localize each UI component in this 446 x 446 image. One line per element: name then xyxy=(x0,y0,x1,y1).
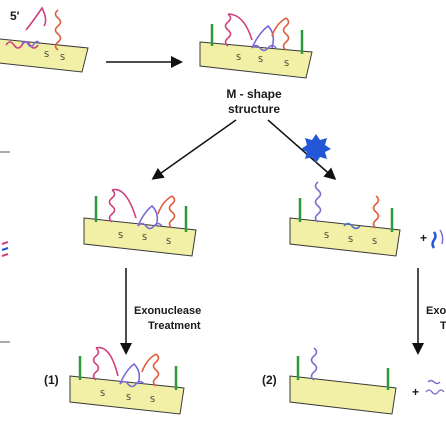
mismatch-marker: S xyxy=(348,235,353,244)
mismatch-marker: S xyxy=(118,231,123,240)
strand-pink xyxy=(92,347,100,381)
strand-red-arm xyxy=(157,195,173,215)
product-2-substrate xyxy=(289,347,397,415)
exonuclease-label-line1: Exonuclease xyxy=(134,305,201,317)
substrate-plate xyxy=(199,41,313,79)
mismatch-marker: S xyxy=(150,395,155,404)
strand-red-arm xyxy=(141,353,157,373)
strand-red-arm xyxy=(271,17,287,37)
mismatch-marker: S xyxy=(100,389,105,398)
strand-red xyxy=(152,353,160,387)
product-2-label: (2) xyxy=(262,373,277,387)
m-shape-label-line2: structure xyxy=(228,102,280,116)
strand-pink xyxy=(108,189,116,223)
mismatch-marker: S xyxy=(166,237,171,246)
substrate-middle-right: S S S xyxy=(289,181,401,257)
strand-pink-arm xyxy=(227,13,253,41)
strand-purple-free xyxy=(314,181,322,223)
mismatch-marker: S xyxy=(44,50,49,59)
strand-red xyxy=(54,9,62,51)
exonuclease-label-right-line2: T xyxy=(440,320,446,332)
strand-purple xyxy=(119,380,145,388)
strand-pink xyxy=(5,41,39,49)
strand-purple-arm xyxy=(137,204,159,227)
substrate-m-shape: S S S xyxy=(199,13,313,79)
product-1-label: (1) xyxy=(44,373,59,387)
arrow-no-target xyxy=(151,119,237,180)
strand-blue xyxy=(343,222,361,230)
substrate-middle-left: S S S xyxy=(83,188,197,257)
plus-sign: + xyxy=(412,385,419,399)
strand-pink-arm xyxy=(95,346,119,377)
strand-red xyxy=(168,195,176,229)
exonuclease-label-right-line1: Exo xyxy=(426,305,446,317)
strand-pink-loop xyxy=(25,6,47,31)
mismatch-marker: S xyxy=(126,393,131,402)
mismatch-marker: S xyxy=(142,233,147,242)
strand-red xyxy=(372,195,380,229)
released-strand-icon xyxy=(425,379,445,395)
mismatch-marker: S xyxy=(372,237,377,246)
released-complex-icon xyxy=(431,229,444,249)
target-molecule-icon xyxy=(301,134,331,163)
mismatch-marker: S xyxy=(258,55,263,64)
plus-sign: + xyxy=(420,231,427,245)
left-edge-fragments xyxy=(0,151,10,343)
substrate-plate xyxy=(83,217,197,257)
strand-purple xyxy=(21,40,41,48)
substrate-plate xyxy=(289,217,401,257)
strand-purple-arm xyxy=(119,362,141,385)
mismatch-marker: S xyxy=(60,53,65,62)
strand-purple-arm xyxy=(251,24,275,49)
five-prime-label: 5' xyxy=(10,9,20,23)
strand-purple-free xyxy=(310,347,318,381)
product-1-substrate: S S S xyxy=(69,346,185,415)
strand-purple xyxy=(137,222,163,230)
mismatch-marker: S xyxy=(236,53,241,62)
exonuclease-label-line2: Treatment xyxy=(148,320,201,332)
mismatch-marker: S xyxy=(324,231,329,240)
strand-pink-arm xyxy=(111,188,137,219)
strand-red xyxy=(282,17,290,51)
m-shape-label-line1: M - shape xyxy=(226,87,282,101)
substrate-initial: 5' S S xyxy=(0,6,89,73)
strand-pink xyxy=(224,13,232,47)
mismatch-marker: S xyxy=(284,59,289,68)
substrate-plate xyxy=(289,375,397,415)
